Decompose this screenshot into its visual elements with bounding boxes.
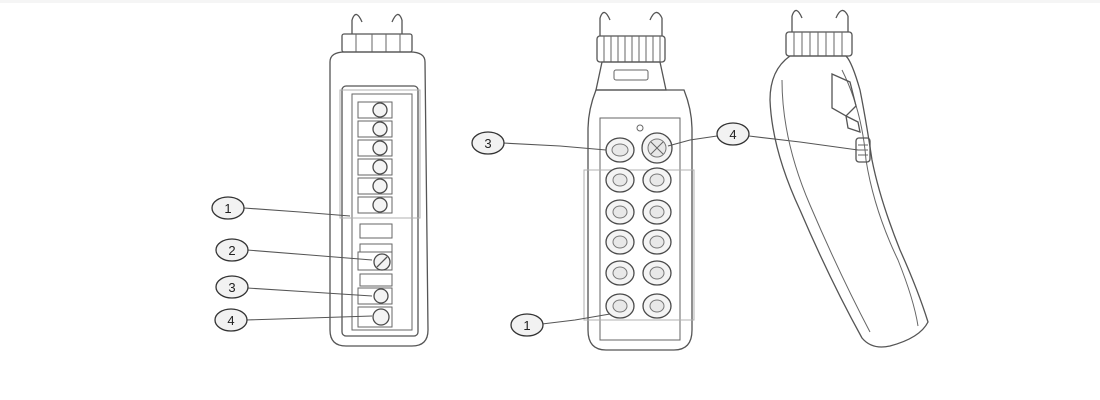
side-housing [769, 55, 929, 348]
callout-label-3: 3 [228, 280, 235, 295]
neck-label [613, 69, 649, 81]
cable-sides [351, 20, 403, 34]
front-button-column [357, 101, 393, 328]
back-housing [587, 89, 693, 351]
callout-bubble-1 [211, 196, 245, 220]
push-button-icon [372, 159, 388, 175]
back-panel-shadow [583, 169, 695, 321]
start-button-icon [373, 288, 389, 304]
front-housing [329, 51, 429, 347]
callout-bubble-4 [214, 308, 248, 332]
front-panel-shadow [339, 89, 421, 219]
cable-gland [596, 35, 666, 63]
back-panel [599, 117, 681, 341]
callout-label-1: 1 [523, 318, 530, 333]
front-callouts: 1 2 3 4 [211, 196, 373, 332]
callout-leader [243, 207, 351, 217]
callout-label-2: 2 [228, 243, 235, 258]
push-button-icon [372, 178, 388, 194]
side-contour [841, 69, 919, 327]
scan-edge [0, 0, 1100, 3]
front-panel [341, 85, 419, 337]
screw-icon [636, 124, 644, 132]
callout-bubble-4 [716, 122, 750, 146]
push-button-icon [372, 140, 388, 156]
push-button-icon [372, 197, 388, 213]
cable-top [791, 9, 849, 19]
cable-top [599, 11, 663, 21]
push-button-icon [372, 121, 388, 137]
blank-slot [359, 273, 393, 287]
callout-leader [502, 142, 607, 151]
callout-leader [246, 287, 373, 297]
stop-button-icon [372, 308, 390, 326]
back-view-pendant [583, 11, 695, 351]
callout-label-3: 3 [484, 136, 491, 151]
callout-leader [245, 315, 373, 321]
cable-gland [341, 33, 413, 53]
front-panel-inner [351, 93, 413, 331]
callout-leader-side [748, 135, 859, 151]
cable-top [351, 13, 403, 23]
callout-bubble-3 [215, 275, 249, 299]
cable-sides [791, 16, 849, 32]
side-rocker-icon [855, 137, 871, 163]
blank-slot [359, 243, 393, 253]
callout-label-4: 4 [227, 313, 234, 328]
side-contour [781, 79, 871, 333]
callout-leader [541, 313, 611, 325]
top-guard [831, 72, 857, 117]
back-callouts: 3 4 1 [471, 122, 750, 337]
callout-bubble-1 [510, 313, 544, 337]
callout-label-1: 1 [224, 201, 231, 216]
blank-slot [359, 223, 393, 239]
side-view-pendant [769, 9, 929, 348]
back-button-grid [605, 132, 673, 319]
front-view-pendant [329, 13, 429, 347]
callout-bubble-3 [471, 131, 505, 155]
callout-leader [667, 135, 718, 147]
callout-leader [246, 249, 373, 261]
guard-tip [845, 114, 861, 133]
housing-neck [595, 61, 667, 91]
push-button-icon [372, 102, 388, 118]
callout-label-4: 4 [729, 127, 736, 142]
cable-sides [599, 18, 663, 36]
callout-bubble-2 [215, 238, 249, 262]
